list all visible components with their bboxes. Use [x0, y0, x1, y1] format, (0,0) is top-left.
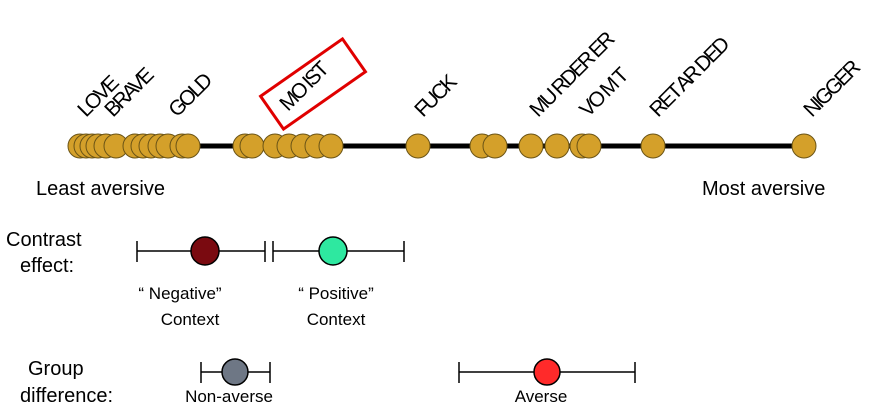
- word-dot: [405, 133, 431, 159]
- word-dot: [791, 133, 817, 159]
- averse-dot: [533, 358, 561, 386]
- highlight-box: [258, 36, 368, 132]
- word-dot: [482, 133, 508, 159]
- negative-context-label-line1: “ Negative”: [138, 284, 221, 303]
- nonaverse-dot: [221, 358, 249, 386]
- word-dots: [67, 133, 817, 159]
- most-aversive-label: Most aversive: [702, 178, 825, 200]
- word-dot: [239, 133, 265, 159]
- positive-context-label-line1: “ Positive”: [298, 284, 374, 303]
- word-dot: [518, 133, 544, 159]
- word-dot: [175, 133, 201, 159]
- word-dot: [640, 133, 666, 159]
- word-label-nigger: NIGGER: [799, 56, 865, 122]
- averse-label: Averse: [515, 387, 568, 406]
- positive-context-dot: [318, 236, 348, 266]
- word-dot: [318, 133, 344, 159]
- group-label-line1: Group: [28, 358, 84, 380]
- negative-context-label-line2: Context: [161, 310, 220, 329]
- word-dot: [576, 133, 602, 159]
- word-labels: LOVE BRAVE GOLD MO IST FUCK MU RDER ER V…: [73, 27, 865, 121]
- word-label-retarded: RET AR DED: [645, 32, 734, 121]
- word-label-fuck: FUCK: [410, 70, 461, 121]
- group-label-line2: difference:: [20, 385, 113, 407]
- positive-context-label-line2: Context: [307, 310, 366, 329]
- contrast-label-line2: effect:: [20, 255, 74, 277]
- word-dot: [544, 133, 570, 159]
- least-aversive-label: Least aversive: [36, 178, 165, 200]
- contrast-label-line1: Contrast: [6, 229, 82, 251]
- word-label-gold: GOLD: [164, 69, 217, 122]
- negative-context-dot: [190, 236, 220, 266]
- nonaverse-label: Non-averse: [185, 387, 273, 406]
